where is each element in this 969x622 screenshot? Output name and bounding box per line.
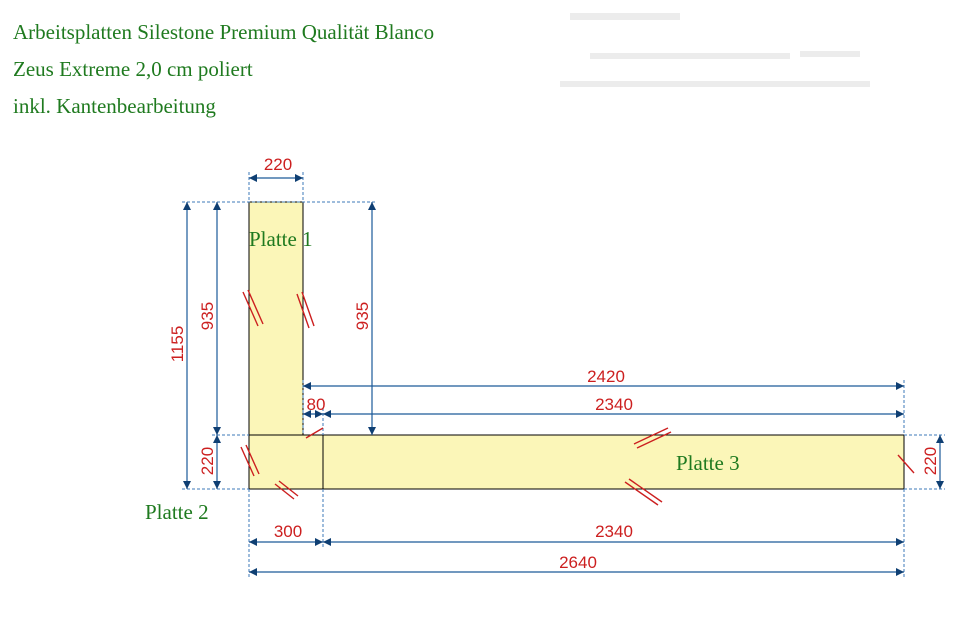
dim-right-depth: 220 — [921, 447, 940, 475]
plate-3-label: Platte 3 — [676, 451, 740, 475]
dim-offset: 80 — [307, 395, 326, 414]
plate-1 — [248, 201, 304, 436]
dim-bottom-total: 2640 — [559, 553, 597, 572]
title-line-1: Arbeitsplatten Silestone Premium Qualitä… — [13, 20, 435, 44]
dim-left-total: 1155 — [168, 326, 187, 363]
plate-2 — [248, 434, 324, 490]
plate-3 — [322, 434, 905, 490]
dim-bottom-long: 2340 — [595, 522, 633, 541]
title-block: Arbeitsplatten Silestone Premium Qualitä… — [13, 14, 434, 125]
faint-watermark — [560, 13, 870, 87]
edge-marks — [240, 289, 915, 506]
dim-left-upper: 935 — [198, 302, 217, 330]
dim-right-upper: 935 — [353, 302, 372, 330]
dim-upper-long: 2420 — [587, 367, 625, 386]
title-line-3: inkl. Kantenbearbeitung — [13, 94, 216, 118]
plate-1-label: Platte 1 — [249, 227, 313, 251]
dim-left-lower: 220 — [198, 447, 217, 475]
title-line-2: Zeus Extreme 2,0 cm poliert — [13, 57, 253, 81]
plate-2-label: Platte 2 — [145, 500, 209, 524]
dim-bottom-short: 300 — [274, 522, 302, 541]
dimension-lines — [183, 174, 944, 576]
dim-mid-long: 2340 — [595, 395, 633, 414]
dim-top-width: 220 — [264, 155, 292, 174]
